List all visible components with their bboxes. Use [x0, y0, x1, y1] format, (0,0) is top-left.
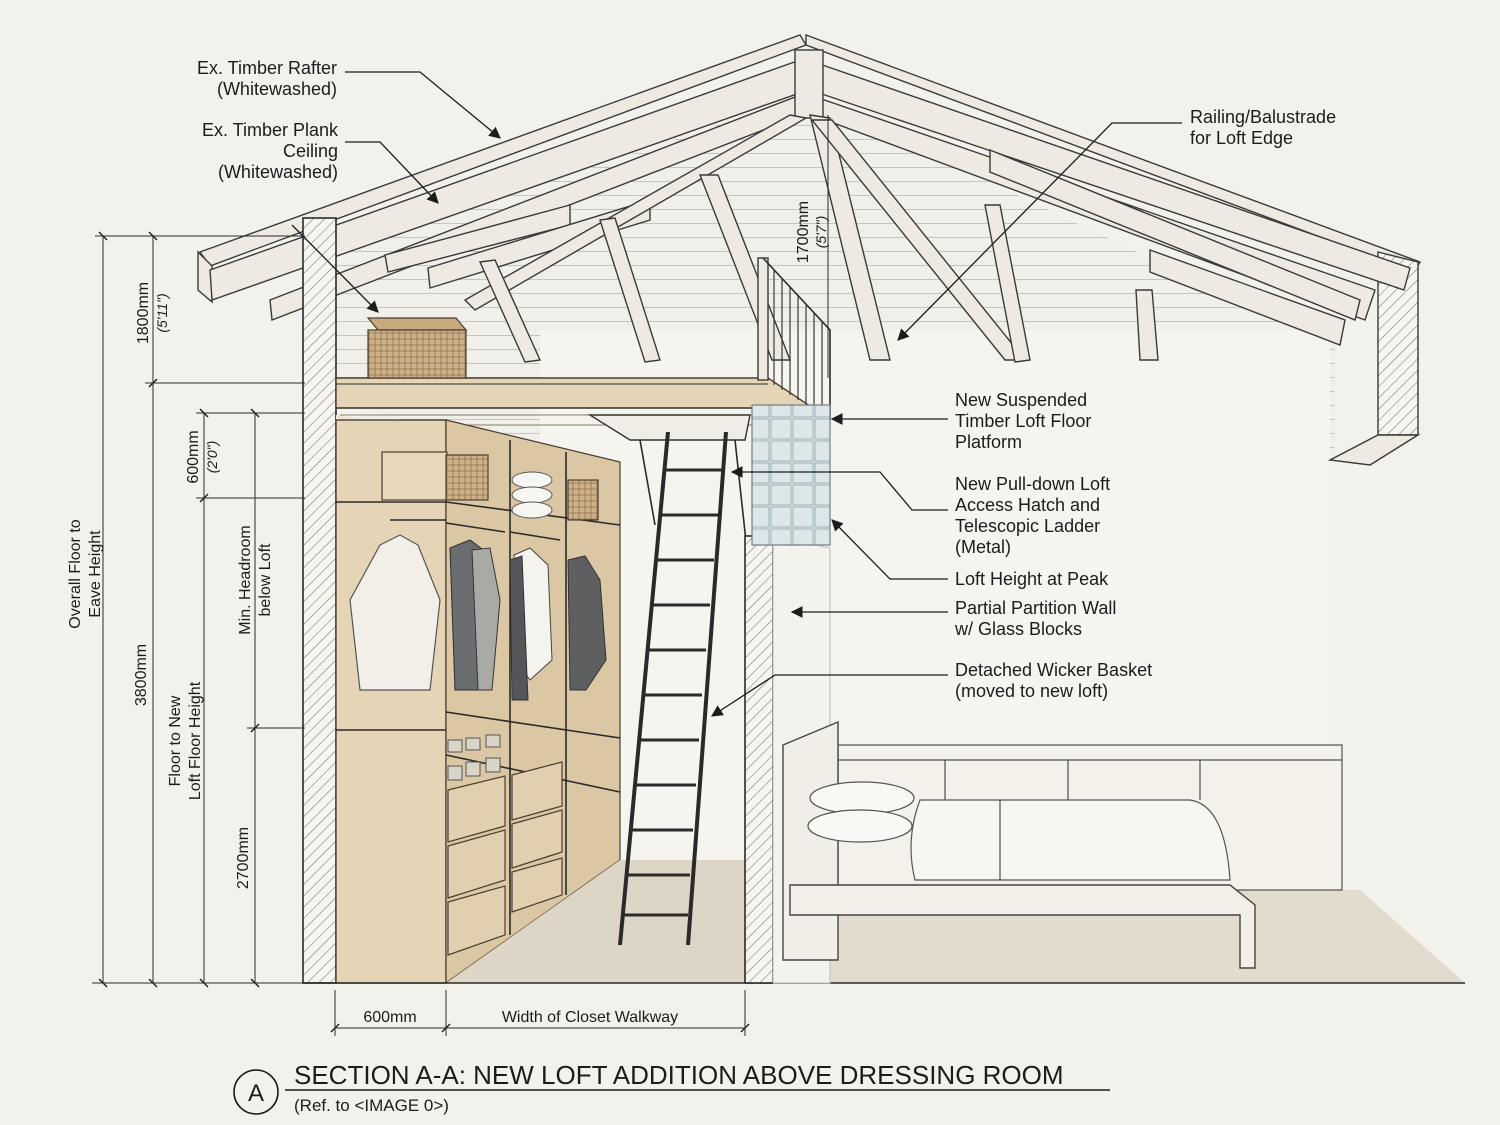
callout-partition-line1: Partial Partition Wall [955, 598, 1116, 618]
callout-hatch-line2: Access Hatch and [955, 495, 1100, 515]
bed [782, 720, 1343, 969]
dim-walkway: Width of Closet Walkway [502, 1009, 678, 1026]
drawing-subtitle: (Ref. to <IMAGE 0>) [294, 1096, 449, 1115]
svg-text:Detached Wicker Basket(moved t: Detached Wicker Basket(moved to new loft… [955, 660, 1152, 701]
dim-rail-gap-imperial: (2'0") [204, 441, 220, 474]
callout-loft-floor-line1: New Suspended [955, 390, 1087, 410]
exterior-wall-left [302, 217, 337, 984]
loft-floor-platform [335, 257, 831, 447]
dim-loft-eave-imperial: (5'11") [154, 293, 170, 332]
dim-rail-gap-mm: 600mm [185, 430, 202, 483]
dim-headroom-line2: below Loft [257, 543, 274, 616]
telescopic-ladder [587, 414, 751, 946]
callout-hatch-line1: New Pull-down Loft [955, 474, 1110, 494]
callout-loft-floor-line3: Platform [955, 432, 1022, 452]
dimension-loft-eave: 1800mm (5'11") [135, 282, 170, 344]
dimension-bottom: 600mm Width of Closet Walkway [330, 990, 750, 1036]
callout-loft-height-line1: Loft Height at Peak [955, 569, 1109, 589]
callout-basket-line2: (moved to new loft) [955, 681, 1108, 701]
callout-plank-line1: Ex. Timber Plank [202, 120, 339, 140]
loft-railing [757, 257, 831, 420]
drawing-title: SECTION A-A: NEW LOFT ADDITION ABOVE DRE… [294, 1060, 1064, 1090]
callout-partition-line2: w/ Glass Blocks [954, 619, 1082, 639]
dimension-loft-peak: 1700mm (5'7") [795, 115, 829, 378]
dimension-rail-gap: 600mm (2'0") [185, 430, 220, 483]
callout-plank-line3: (Whitewashed) [218, 162, 338, 182]
dim-headroom-mm: 2700mm [235, 827, 252, 889]
callout-basket-line1: Detached Wicker Basket [955, 660, 1152, 680]
callout-basket: Detached Wicker Basket(moved to new loft… [711, 660, 1152, 717]
callout-loft-height: Loft Height at Peak [831, 519, 1109, 589]
wicker-basket [366, 317, 468, 379]
dim-floor-to-loft-line1: Floor to New [167, 695, 184, 786]
callout-plank-line2: Ceiling [283, 141, 338, 161]
callout-rafter: Ex. Timber Rafter(Whitewashed) [197, 58, 501, 139]
dim-closet-depth: 600mm [363, 1009, 416, 1026]
dimension-lines-left [92, 231, 305, 988]
dim-overall-line1: Overall Floor to [67, 519, 84, 628]
section-marker: A [248, 1080, 264, 1107]
dim-loft-peak-imperial: (5'7") [813, 216, 829, 249]
callout-loft-floor-line2: Timber Loft Floor [955, 411, 1091, 431]
roof-structure [197, 33, 1422, 890]
dim-overall-line2: Eave Height [87, 530, 104, 618]
dim-headroom-line1: Min. Headroom [237, 525, 254, 634]
dim-loft-peak-mm: 1700mm [795, 201, 812, 263]
callout-hatch-line4: (Metal) [955, 537, 1011, 557]
dim-loft-eave-mm: 1800mm [135, 282, 152, 344]
section-marker-circle [233, 1069, 279, 1115]
callout-rafter-line2: (Whitewashed) [217, 79, 337, 99]
partition-wall [744, 404, 831, 984]
dim-floor-to-loft-line2: Loft Floor Height [187, 681, 204, 800]
dim-floor-to-loft-mm: 3800mm [133, 644, 150, 706]
title-block: A SECTION A-A: NEW LOFT ADDITION ABOVE D… [233, 1060, 1110, 1115]
callout-hatch-line3: Telescopic Ladder [955, 516, 1100, 536]
callout-railing-line2: for Loft Edge [1190, 128, 1293, 148]
callout-rafter-line1: Ex. Timber Rafter [197, 58, 337, 78]
svg-text:Ex. Timber Rafter(Whitewashed): Ex. Timber Rafter(Whitewashed) [197, 58, 337, 99]
callout-railing-line1: Railing/Balustrade [1190, 107, 1336, 127]
wardrobe [335, 415, 621, 985]
